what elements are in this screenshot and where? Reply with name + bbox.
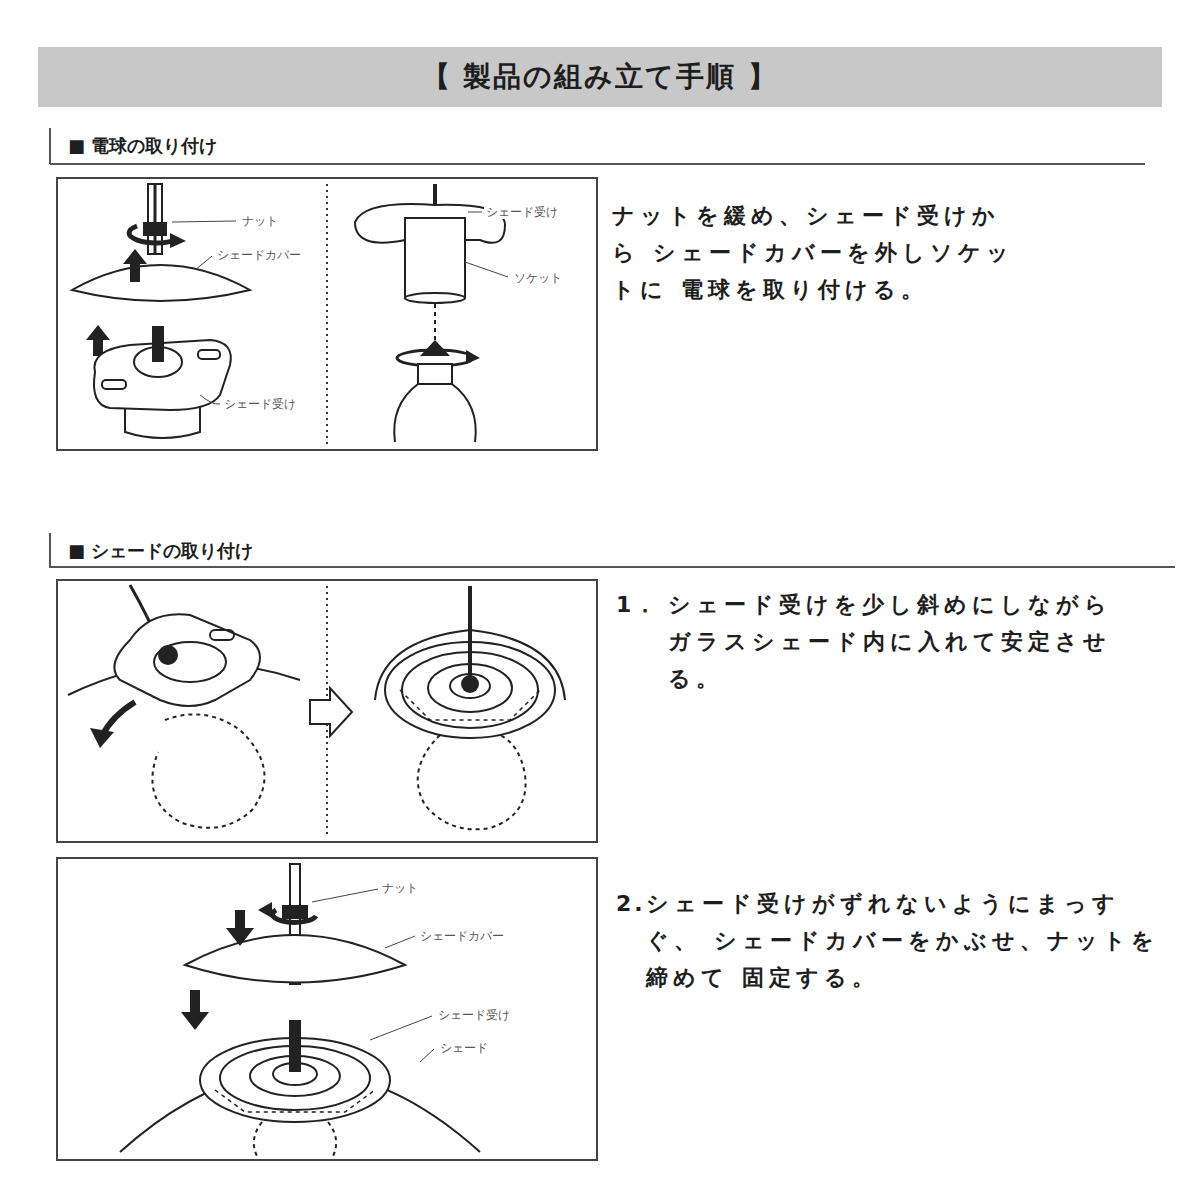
- step-number: 2.: [616, 885, 646, 922]
- section-heading: ■ シェードの取り付け: [66, 539, 255, 563]
- section-heading: ■ 電球の取り付け: [66, 134, 219, 158]
- title-band: [38, 47, 1162, 107]
- part-label: シェードカバー: [418, 929, 506, 943]
- part-label: ソケット: [512, 271, 564, 285]
- instruction-text: ナットを緩め、シェード受けから シェードカバーを外しソケットに 電球を取り付ける…: [612, 197, 1022, 308]
- instruction-text: シェード受けを少し斜めにしながら ガラスシェード内に入れて安定させる。: [668, 586, 1130, 697]
- part-label: シェード受け: [222, 397, 298, 411]
- part-label: シェードカバー: [215, 248, 303, 262]
- part-label: シェード受け: [436, 1008, 512, 1022]
- page-title: 【 製品の組み立て手順 】: [38, 47, 1162, 107]
- instruction-text: シェード受けがずれないようにまっすぐ、 シェードカバーをかぶせ、ナットを締めて …: [646, 885, 1168, 996]
- step-number: 1．: [616, 586, 659, 623]
- part-label: シェード: [438, 1041, 490, 1055]
- part-label: ナット: [380, 881, 420, 895]
- part-label: シェード受け: [484, 205, 560, 219]
- part-label: ナット: [240, 214, 280, 228]
